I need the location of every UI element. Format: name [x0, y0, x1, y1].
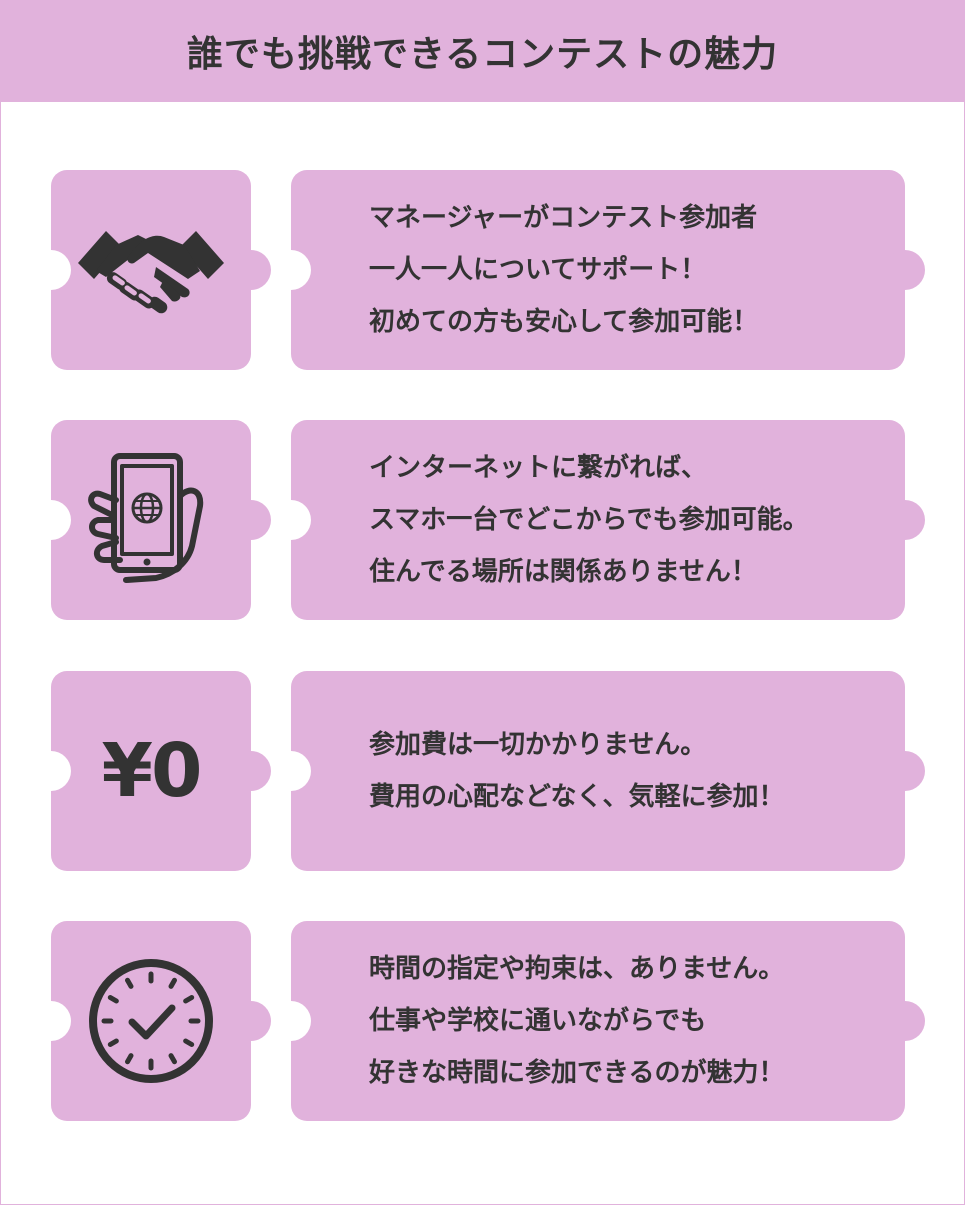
feature-3-line-1: 参加費は一切かかりません。 — [369, 730, 707, 760]
feature-3-text-tile: 参加費は一切かかりません。 費用の心配などなく、気軽に参加！ — [271, 671, 925, 871]
feature-1-line-1: マネージャーがコンテスト参加者 — [369, 203, 758, 233]
header-banner: 誰でも挑戦できるコンテストの魅力 — [0, 0, 965, 102]
feature-2-line-2: スマホ一台でどこからでも参加可能。 — [369, 505, 809, 535]
feature-1-text-tile: マネージャーがコンテスト参加者 一人一人についてサポート！ 初めての方も安心して… — [271, 170, 925, 370]
feature-2-line-3: 住んでる場所は関係ありません！ — [369, 557, 757, 587]
feature-4-line-2: 仕事や学校に通いながらでも — [369, 1006, 707, 1036]
feature-4-line-3: 好きな時間に参加できるのが魅力！ — [369, 1058, 785, 1088]
feature-2-text-tile: インターネットに繋がれば、 スマホ一台でどこからでも参加可能。 住んでる場所は関… — [271, 420, 925, 620]
feature-1-icon-tile — [31, 170, 271, 370]
yen-zero-icon: ¥0 — [101, 728, 203, 814]
feature-2-line-1: インターネットに繋がれば、 — [369, 453, 708, 483]
feature-3-icon-tile: ¥0 — [31, 671, 271, 871]
page-title: 誰でも挑戦できるコンテストの魅力 — [186, 34, 779, 75]
handshake-icon — [78, 231, 224, 314]
smartphone-globe-icon — [88, 453, 204, 583]
feature-4-text-tile: 時間の指定や拘束は、ありません。 仕事や学校に通いながらでも 好きな時間に参加で… — [271, 921, 925, 1121]
feature-1-line-2: 一人一人についてサポート！ — [369, 255, 707, 285]
feature-4-icon-tile — [31, 921, 271, 1121]
feature-1-line-3: 初めての方も安心して参加可能！ — [369, 307, 759, 337]
feature-3-line-2: 費用の心配などなく、気軽に参加！ — [369, 782, 785, 812]
clock-icon — [89, 959, 213, 1083]
feature-2-icon-tile — [31, 420, 271, 620]
feature-4-line-1: 時間の指定や拘束は、ありません。 — [369, 954, 785, 984]
